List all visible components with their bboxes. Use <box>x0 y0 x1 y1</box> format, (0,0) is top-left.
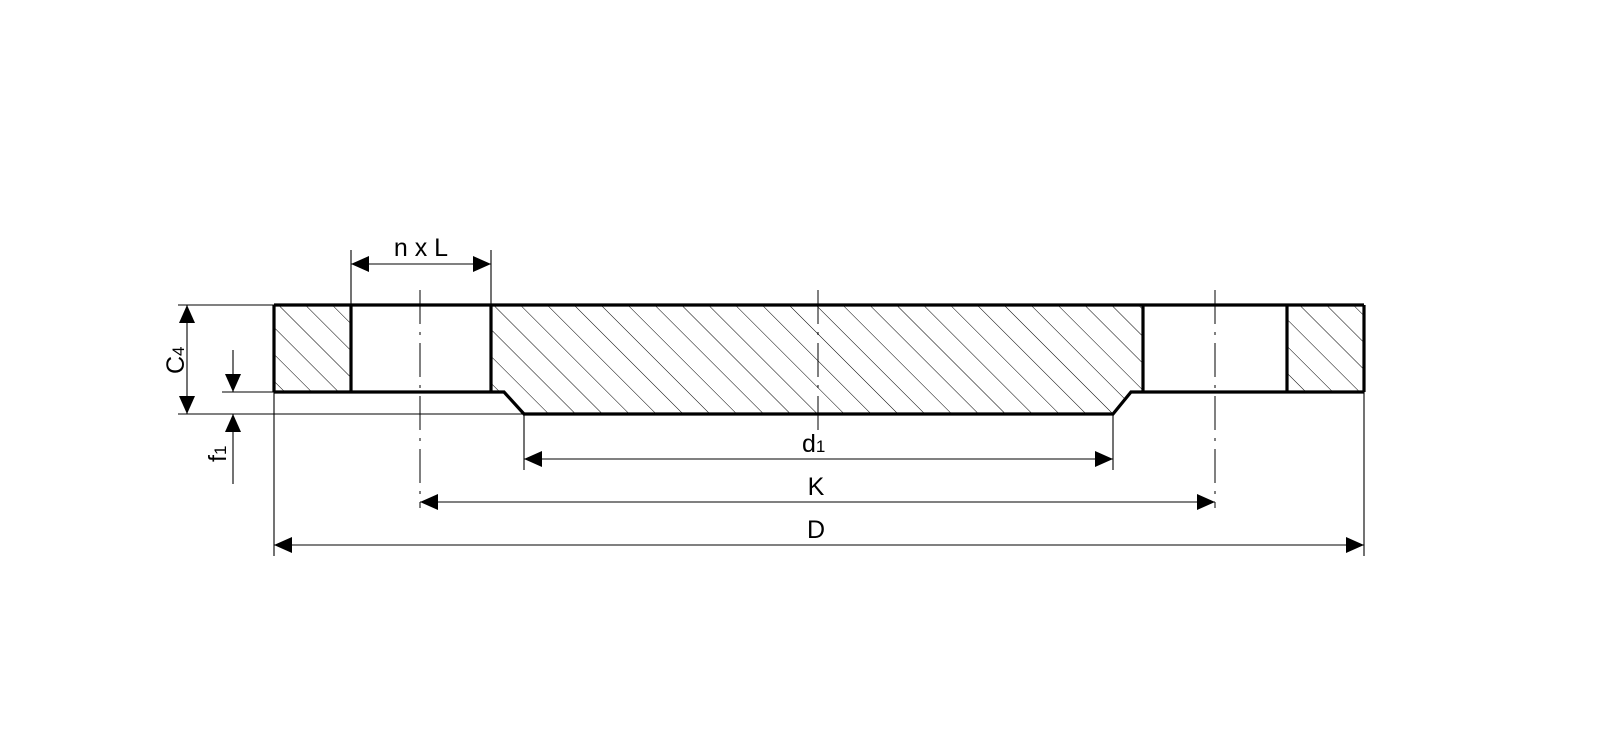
section-hatching <box>274 305 1364 414</box>
dimension-d1: d1 <box>524 430 1113 467</box>
label-d1: d1 <box>802 430 825 458</box>
dimension-n-x-l: n x L <box>351 234 491 272</box>
label-f1: f1 <box>204 446 232 462</box>
center-body-section <box>491 305 1143 414</box>
extension-lines <box>178 250 1365 556</box>
center-lines <box>419 290 1216 508</box>
left-rim-section <box>274 305 351 392</box>
label-k: K <box>808 473 825 501</box>
label-d: D <box>807 516 825 544</box>
label-c4: C4 <box>162 346 190 374</box>
dimension-f1: f1 <box>204 350 241 484</box>
label-n-x-l: n x L <box>394 234 448 262</box>
dimension-k: K <box>420 473 1215 510</box>
right-rim-section <box>1287 305 1364 392</box>
dimension-c4: C4 <box>162 305 195 414</box>
dimension-d: D <box>274 516 1364 553</box>
